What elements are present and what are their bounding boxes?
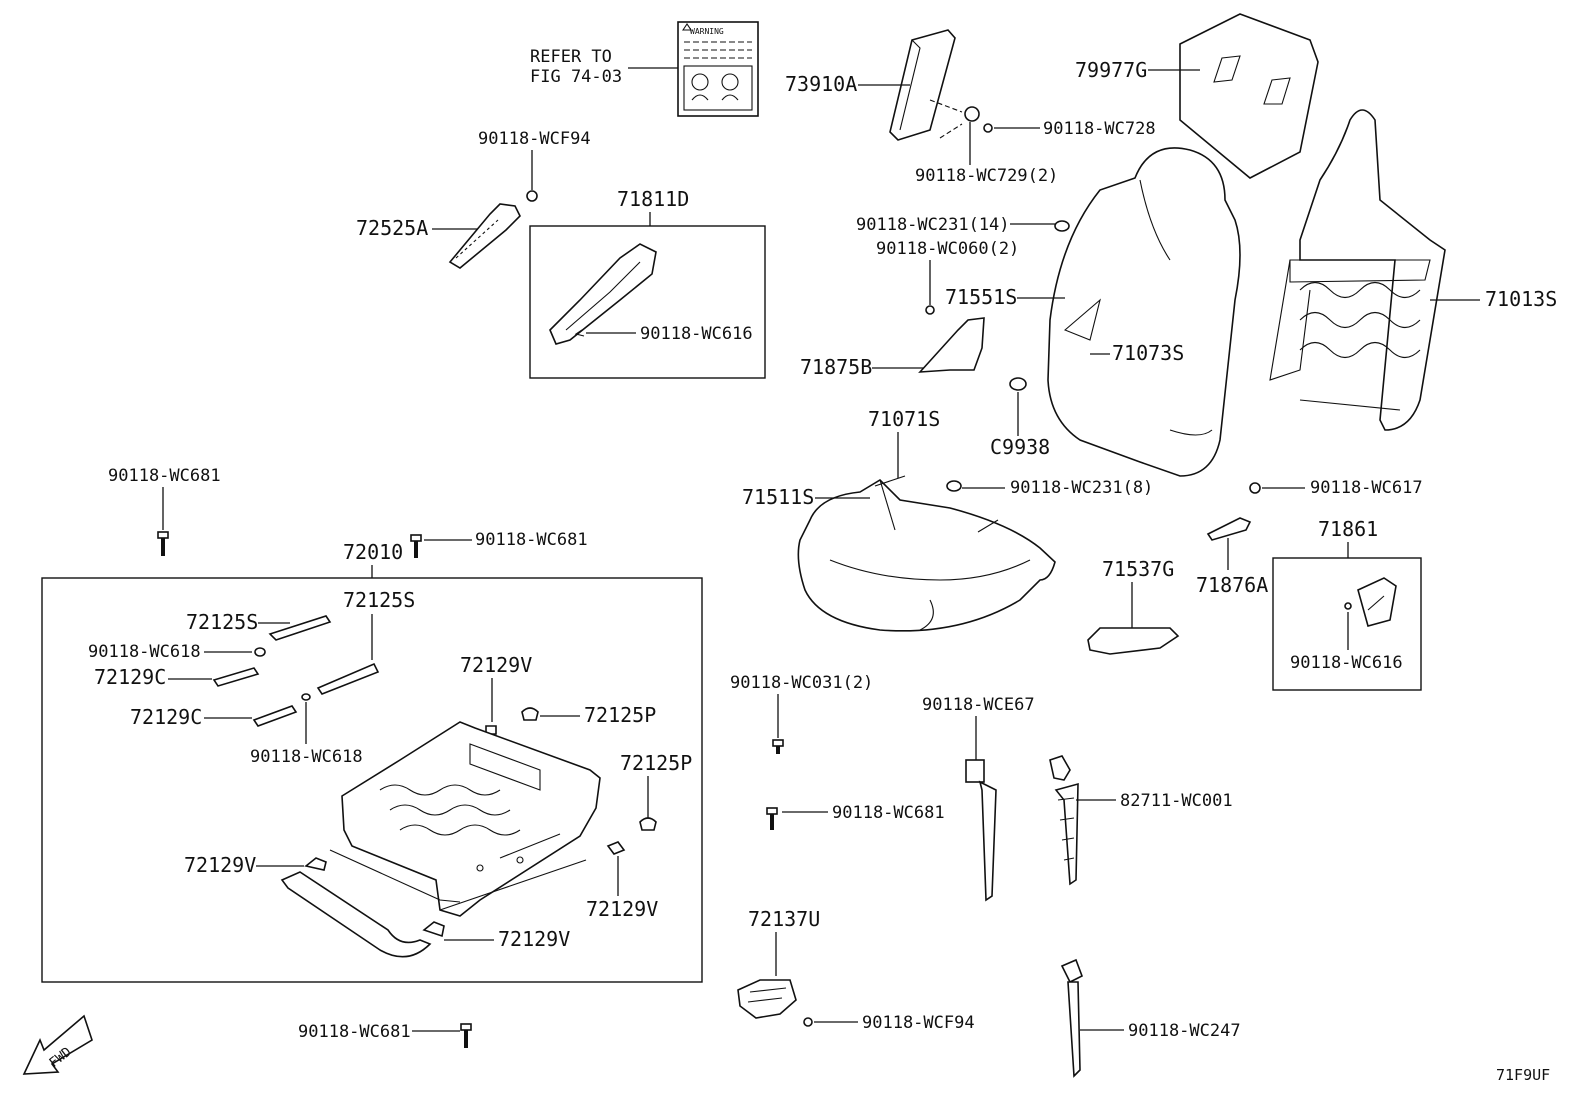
part-72125S-a-slide — [268, 615, 332, 641]
part-72129C-b-shape — [252, 705, 298, 727]
label-90118-WCE67: 90118-WCE67 — [922, 695, 1035, 715]
label-90118-WCF94-bot: 90118-WCF94 — [862, 1013, 975, 1033]
label-90118-WCF94-top: 90118-WCF94 — [478, 129, 591, 149]
label-71511S: 71511S — [742, 485, 814, 509]
part-72129C-a-shape — [212, 667, 260, 687]
label-90118-WC618-b: 90118-WC618 — [250, 747, 363, 767]
label-71876A: 71876A — [1196, 573, 1268, 597]
label-90118-WC681-d: 90118-WC681 — [298, 1022, 411, 1042]
refer-to-label: REFER TO — [530, 47, 612, 67]
label-71811D: 71811D — [617, 187, 689, 211]
label-72129V-c: 72129V — [586, 897, 658, 921]
label-90118-WC247: 90118-WC247 — [1128, 1021, 1241, 1041]
warning-label-sticker: WARNING — [677, 21, 759, 117]
label-82711-WC001: 82711-WC001 — [1120, 791, 1233, 811]
label-90118-WC618-a: 90118-WC618 — [88, 642, 201, 662]
part-71537G-shape — [1087, 627, 1180, 655]
diagram-code: 71F9UF — [1496, 1066, 1550, 1084]
label-72129V-b: 72129V — [184, 853, 256, 877]
label-90118-WC231-14: 90118-WC231(14) — [856, 215, 1010, 235]
label-90118-WC681-a: 90118-WC681 — [108, 466, 221, 486]
box-71811D — [529, 225, 766, 379]
label-71875B: 71875B — [800, 355, 872, 379]
label-71073S: 71073S — [1112, 341, 1184, 365]
part-73910A-shape — [889, 29, 980, 141]
label-72129V-d: 72129V — [498, 927, 570, 951]
bolt-icon — [460, 1023, 472, 1048]
box-72010 — [41, 577, 703, 983]
label-90118-WC681-b: 90118-WC681 — [475, 530, 588, 550]
label-72129C-b: 72129C — [130, 705, 202, 729]
label-79977G: 79977G — [1075, 58, 1147, 82]
fwd-arrow-icon: FWD — [22, 1014, 93, 1075]
label-72525A: 72525A — [356, 216, 428, 240]
bolt-icon — [157, 531, 169, 556]
label-71551S: 71551S — [945, 285, 1017, 309]
label-90118-WC728: 90118-WC728 — [1043, 119, 1156, 139]
label-90118-WC616-a: 90118-WC616 — [640, 324, 753, 344]
label-72137U: 72137U — [748, 907, 820, 931]
label-72125S-a: 72125S — [186, 610, 258, 634]
label-90118-WC031-2: 90118-WC031(2) — [730, 673, 873, 693]
label-71071S: 71071S — [868, 407, 940, 431]
part-72125S-b-slide — [316, 662, 380, 695]
label-71013S: 71013S — [1485, 287, 1557, 311]
part-71013S-frame — [1269, 109, 1446, 431]
label-90118-WC616-b: 90118-WC616 — [1290, 653, 1403, 673]
part-79977G-headrest — [1179, 13, 1319, 179]
part-71073S-seatback — [1047, 147, 1241, 477]
part-71811D-shape — [549, 243, 657, 345]
label-C9938: C9938 — [990, 435, 1050, 459]
box-71861 — [1272, 557, 1422, 691]
part-72010-seat-track-frame — [329, 721, 601, 917]
label-90118-WC060-2: 90118-WC060(2) — [876, 239, 1019, 259]
part-82711-WC001-clip — [1049, 755, 1079, 886]
label-71861: 71861 — [1318, 517, 1378, 541]
part-72137U-shape — [737, 979, 797, 1019]
part-71875B-shape — [918, 317, 985, 373]
label-90118-WC729-2: 90118-WC729(2) — [915, 166, 1058, 186]
part-71861-shape — [1357, 577, 1397, 627]
label-90118-WC231-8: 90118-WC231(8) — [1010, 478, 1153, 498]
label-90118-WC681-c: 90118-WC681 — [832, 803, 945, 823]
fig-ref-label: FIG 74-03 — [530, 67, 622, 87]
label-72129C-a: 72129C — [94, 665, 166, 689]
part-72525A-shape — [448, 203, 521, 269]
label-72125S-b: 72125S — [343, 588, 415, 612]
warning-header-text: WARNING — [690, 27, 724, 36]
bolt-icon — [772, 739, 784, 754]
bolt-icon — [410, 534, 422, 558]
part-71876A-shape — [1206, 517, 1252, 541]
part-71511S-seat-cushion — [797, 475, 1056, 632]
label-90118-WC617: 90118-WC617 — [1310, 478, 1423, 498]
part-90118-WC247-tie — [1060, 958, 1084, 1078]
label-73910A: 73910A — [785, 72, 857, 96]
label-72125P-b: 72125P — [620, 751, 692, 775]
label-71537G: 71537G — [1102, 557, 1174, 581]
part-towel-bar — [280, 871, 432, 958]
label-72125P-a: 72125P — [584, 703, 656, 727]
label-72129V-a: 72129V — [460, 653, 532, 677]
label-72010: 72010 — [343, 540, 403, 564]
part-90118-WCE67-cable-tie — [965, 759, 997, 902]
bolt-icon — [766, 807, 778, 830]
